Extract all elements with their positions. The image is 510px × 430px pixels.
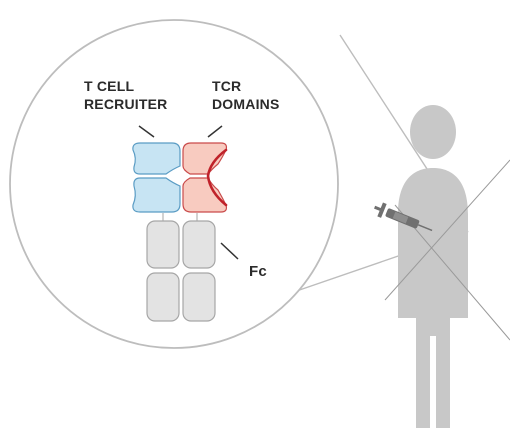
- syringe-icon: [374, 202, 433, 232]
- t-cell-recruiter-label-line2: RECRUITER: [84, 96, 168, 112]
- fc-domain-lower-left: [146, 272, 180, 322]
- fc-domain-upper-left: [146, 220, 180, 269]
- tcr-domains-label: TCR DOMAINS: [212, 77, 280, 113]
- t-cell-recruiter-label-line1: T CELL: [84, 78, 135, 94]
- recruiter-pointer: [138, 125, 155, 138]
- tcr-binding-edge: [206, 148, 228, 207]
- tcr-pointer: [207, 125, 223, 138]
- tcr-domains-label-line1: TCR: [212, 78, 242, 94]
- tcr-domain-lower: [182, 177, 228, 213]
- person-silhouette-icon: [398, 105, 468, 428]
- t-cell-recruiter-label: T CELL RECRUITER: [84, 77, 167, 113]
- fc-label: Fc: [249, 263, 267, 280]
- tcr-domain-upper: [182, 142, 228, 175]
- recruiter-domain-lower: [132, 177, 181, 213]
- recruiter-domain-upper: [132, 142, 181, 175]
- fc-domain-upper-right: [182, 220, 216, 269]
- tcr-domains-label-line2: DOMAINS: [212, 96, 280, 112]
- crossing-line-upper: [384, 159, 510, 301]
- fc-domain-lower-right: [182, 272, 216, 322]
- fc-pointer: [220, 242, 239, 260]
